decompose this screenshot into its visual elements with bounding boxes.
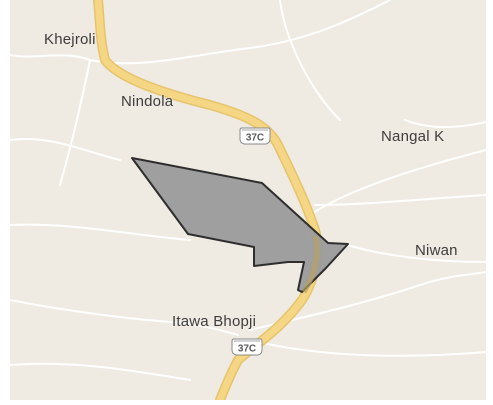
minor-road — [10, 299, 239, 336]
minor-road — [404, 119, 486, 128]
place-label-khejroli: Khejroli — [44, 31, 96, 48]
minor-road — [10, 138, 121, 161]
place-label-nangal: Nangal K — [381, 128, 445, 145]
minor-roads — [10, 0, 486, 381]
shield-icon: 37C — [231, 338, 263, 356]
shaded-region[interactable] — [131, 157, 349, 293]
minor-road — [279, 0, 341, 121]
map-view[interactable]: Khejroli Nindola Nangal K Niwan Itawa Bh… — [10, 0, 486, 400]
minor-road — [10, 223, 191, 241]
highway-shield-south-label: 37C — [238, 344, 256, 355]
minor-road — [10, 54, 91, 61]
map-canvas[interactable] — [10, 0, 486, 400]
highway-overlay — [301, 235, 320, 294]
highway-shield-north: 37C — [238, 127, 272, 145]
minor-road — [10, 362, 191, 381]
place-label-niwan: Niwan — [415, 242, 458, 259]
highway-shield-south: 37C — [230, 338, 264, 356]
minor-road — [314, 194, 486, 206]
highway-shield-north-label: 37C — [246, 133, 264, 144]
minor-road — [347, 244, 486, 263]
minor-road — [249, 339, 486, 357]
place-label-itawa: Itawa Bhopji — [172, 313, 257, 330]
shield-icon: 37C — [239, 127, 271, 145]
place-label-nindola: Nindola — [121, 93, 174, 110]
minor-road — [89, 0, 391, 65]
minor-road — [59, 59, 91, 186]
minor-road — [309, 149, 486, 216]
